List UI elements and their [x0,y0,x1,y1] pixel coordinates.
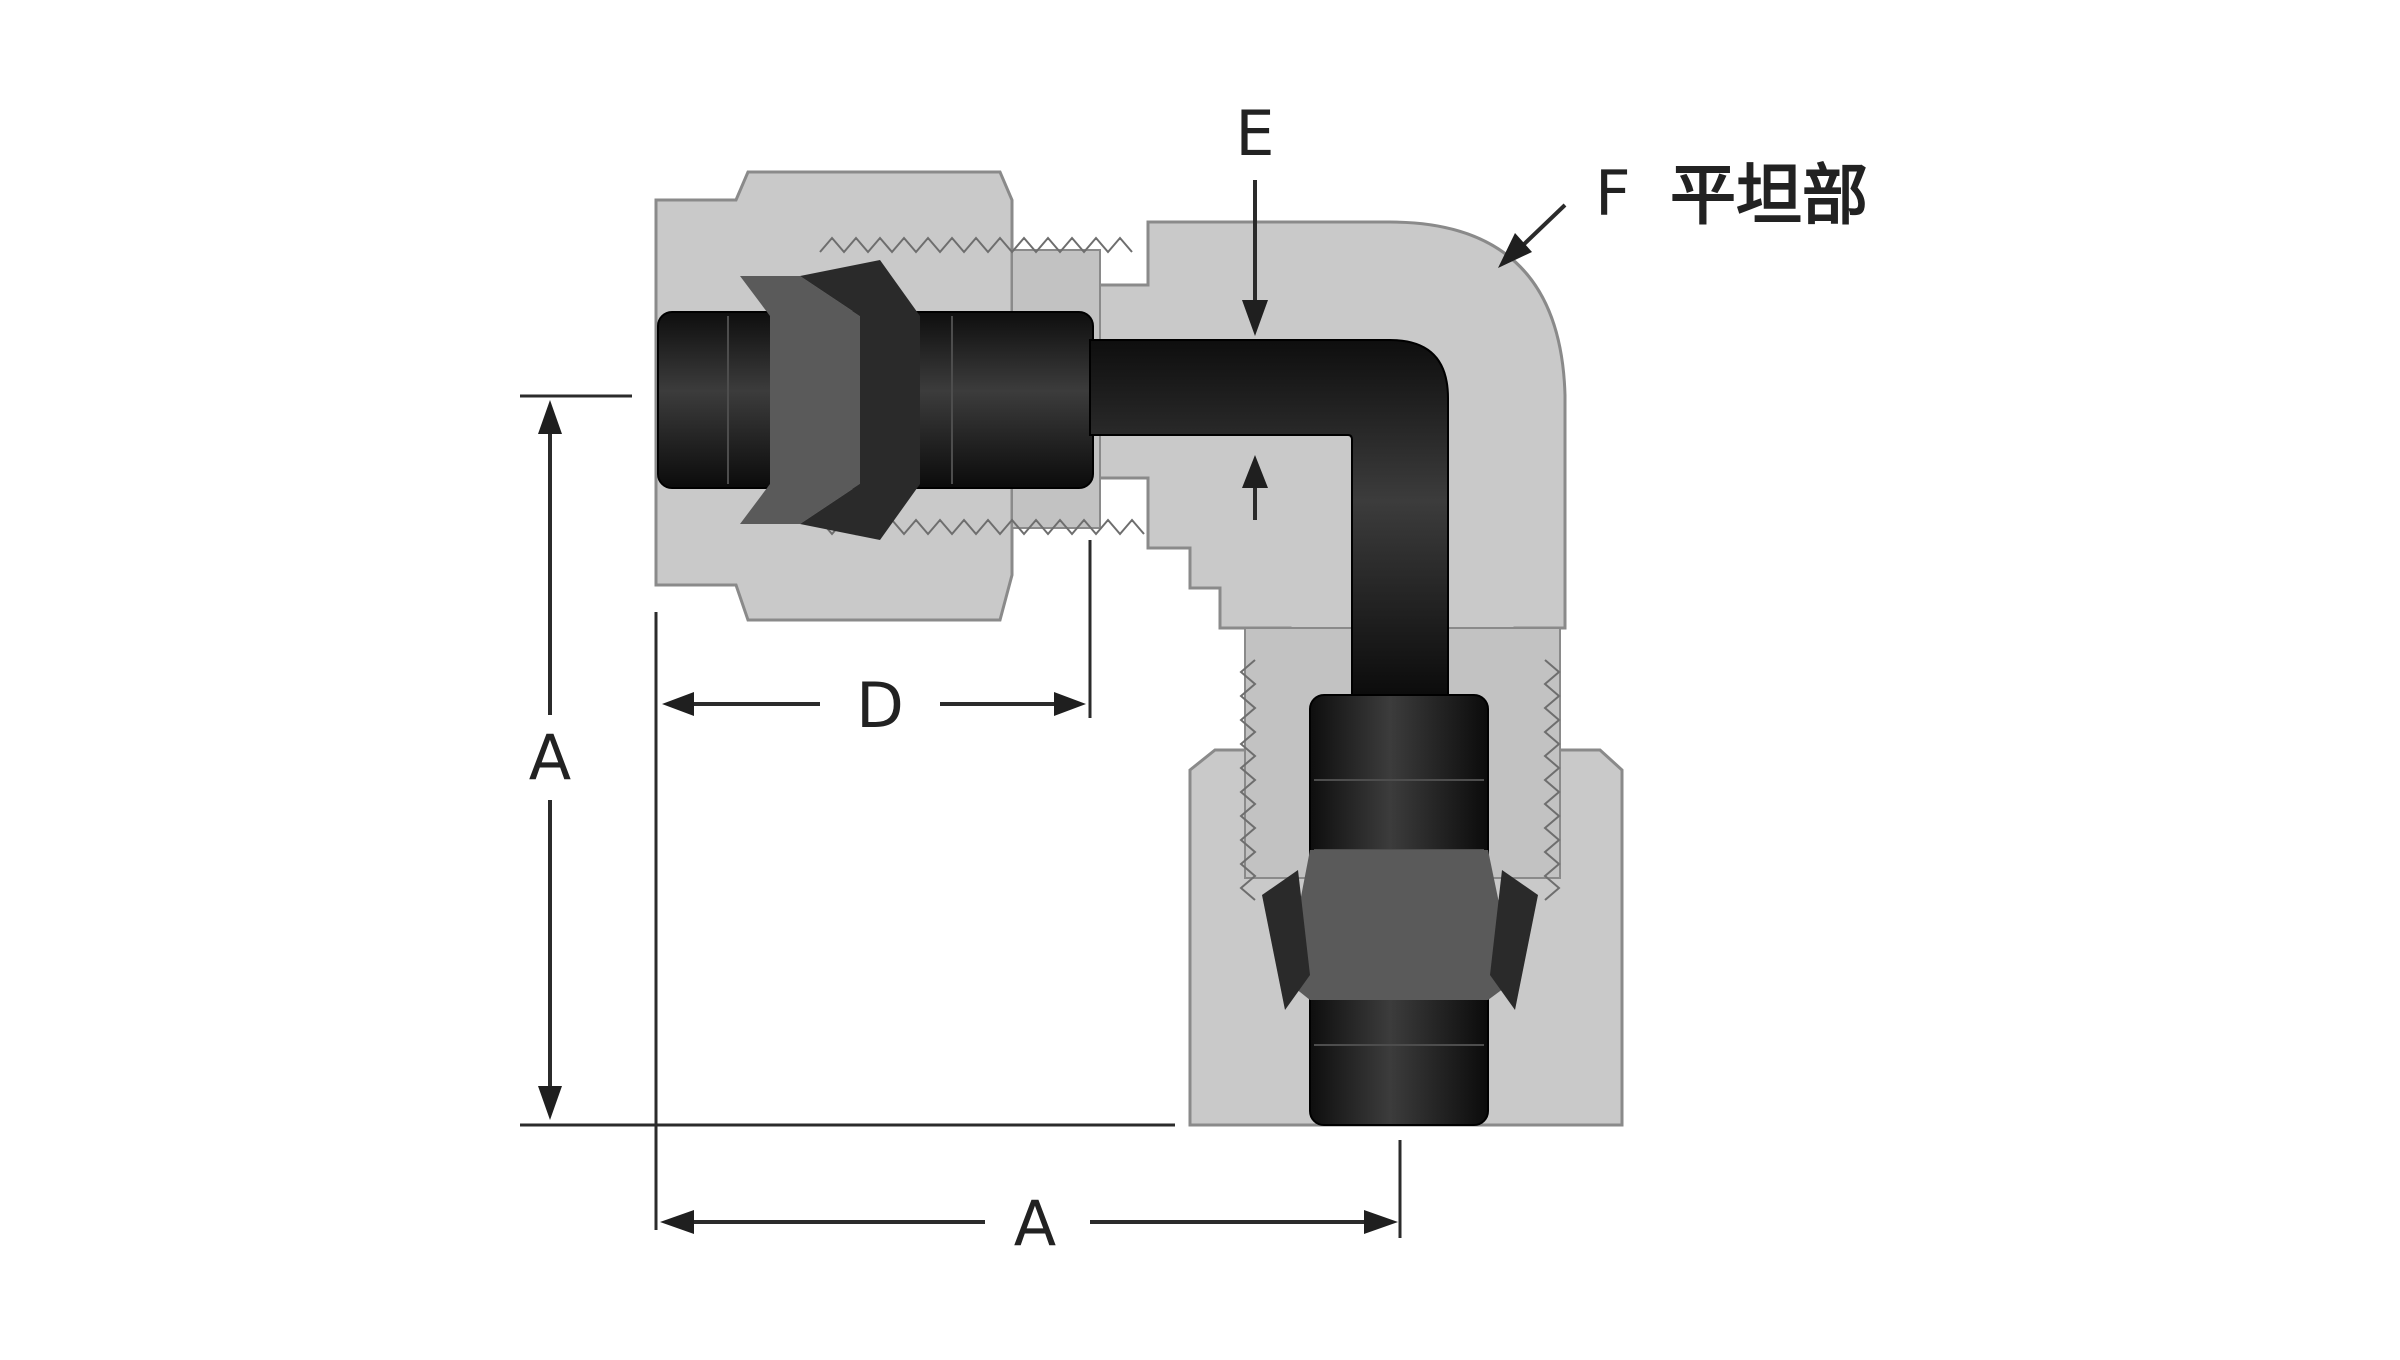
bottom-back-ferrule [1262,870,1310,1010]
label-d: D [856,669,904,742]
dimension-a-vertical: A [520,394,1175,1127]
a-h-arrow-right [1364,1210,1398,1234]
label-f-note: 平坦部 [1670,157,1868,234]
a-v-arrow-bottom [538,1086,562,1120]
e-arrow-down-head [1242,300,1268,336]
label-f: F [1595,157,1631,230]
f-leader-head [1498,233,1532,268]
left-back-ferrule [800,260,920,540]
flat-f: F 平坦部 [1498,157,1868,268]
dimension-e: E [1235,97,1275,520]
bottom-front-ferrule [1285,850,1515,1000]
label-a-horizontal: A [1014,1187,1056,1260]
dimension-a-horizontal: A [660,1140,1402,1260]
a-h-arrow-left [660,1210,694,1234]
bore-horizontal [1089,339,1449,699]
label-a-vertical: A [529,721,571,794]
label-e: E [1235,97,1274,170]
bottom-back-ferrule-right [1490,870,1538,1010]
d-arrow-left [662,692,694,716]
left-front-ferrule [740,276,860,524]
ferrules [740,260,1538,1010]
tubes [657,311,1489,1126]
e-arrow-up-head [1242,455,1268,488]
f-leader-shaft [1518,203,1567,250]
dimension-d: D [654,540,1092,1230]
d-arrow-right [1054,692,1086,716]
a-v-arrow-top [538,400,562,434]
